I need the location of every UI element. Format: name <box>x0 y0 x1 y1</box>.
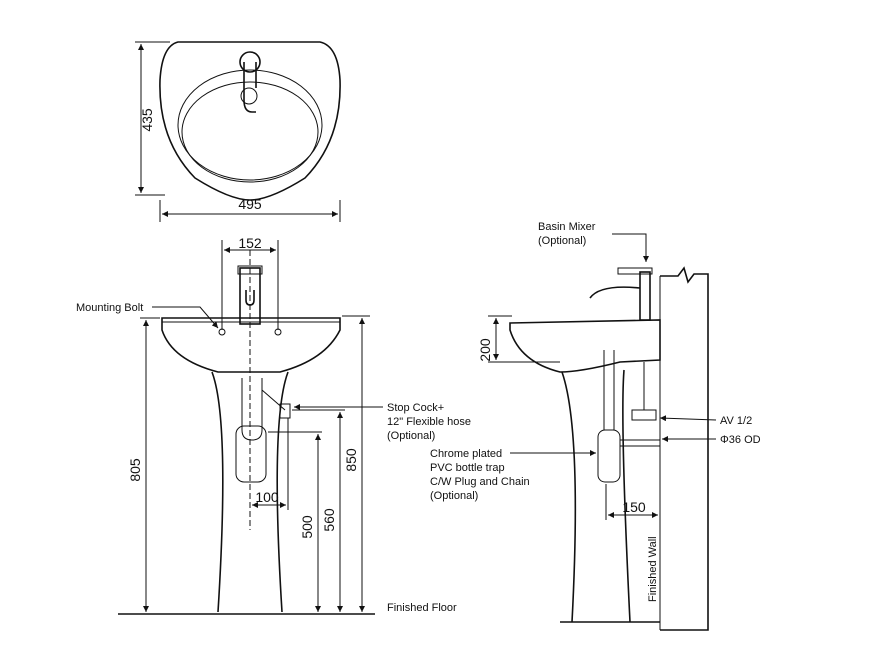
side-mixer-spout <box>589 286 641 299</box>
rim-height-dim: 850 <box>343 448 359 472</box>
front-stop-cock <box>279 403 291 419</box>
trap-label-4: (Optional) <box>430 490 478 502</box>
front-height-dim: 805 <box>127 458 143 482</box>
top-width-dim: 495 <box>238 196 262 212</box>
trap-label-2: PVC bottle trap <box>430 462 505 474</box>
front-basin <box>161 317 341 373</box>
side-angle-valve <box>631 409 657 421</box>
stop-cock-label-1: Stop Cock+ <box>387 402 444 414</box>
side-mixer-body <box>639 271 651 321</box>
finished-floor-label: Finished Floor <box>387 602 457 614</box>
top-tap-hole <box>239 51 261 73</box>
front-trap-pipe <box>241 378 263 441</box>
trap-label-3: C/W Plug and Chain <box>430 476 530 488</box>
mixer-height-dim: 200 <box>477 338 493 362</box>
trap-height-dim: 500 <box>299 515 315 539</box>
top-mixer-spout <box>243 62 257 113</box>
side-wall <box>660 266 709 631</box>
mounting-bolt-label: Mounting Bolt <box>76 302 143 314</box>
top-bowl-inner <box>181 81 319 183</box>
front-view: 152 805 850 560 500 100 Mounting Bolt St… <box>76 235 471 615</box>
trap-label-1: Chrome plated <box>430 448 502 460</box>
top-depth-dim: 435 <box>139 108 155 132</box>
od-label: Φ36 OD <box>720 434 761 446</box>
top-waste <box>240 87 258 105</box>
front-pedestal <box>211 371 289 613</box>
av-label: AV 1/2 <box>720 415 752 427</box>
side-bottle-trap <box>597 429 621 483</box>
side-pedestal <box>561 369 631 623</box>
top-bowl-outer <box>177 69 323 181</box>
wall-offset-dim: 150 <box>622 499 646 515</box>
front-bottle-trap <box>235 425 267 483</box>
stop-cock-label-2: 12" Flexible hose <box>387 416 471 428</box>
stop-cock-label-3: (Optional) <box>387 430 435 442</box>
basin-mixer-label-2: (Optional) <box>538 235 586 247</box>
top-basin-outline <box>159 41 341 201</box>
finished-wall-label: Finished Wall <box>647 536 659 602</box>
top-view: 435 495 <box>135 41 341 222</box>
side-basin <box>509 319 661 373</box>
side-view: 200 Basin Mixer (Optional) AV 1/2 Φ36 OD… <box>430 221 761 631</box>
side-trap-pipe <box>603 350 615 430</box>
basin-mixer-label-1: Basin Mixer <box>538 221 596 233</box>
stopcock-height-dim: 560 <box>321 508 337 532</box>
tap-spacing-dim: 152 <box>238 235 262 251</box>
outlet-offset-dim: 100 <box>255 489 279 505</box>
